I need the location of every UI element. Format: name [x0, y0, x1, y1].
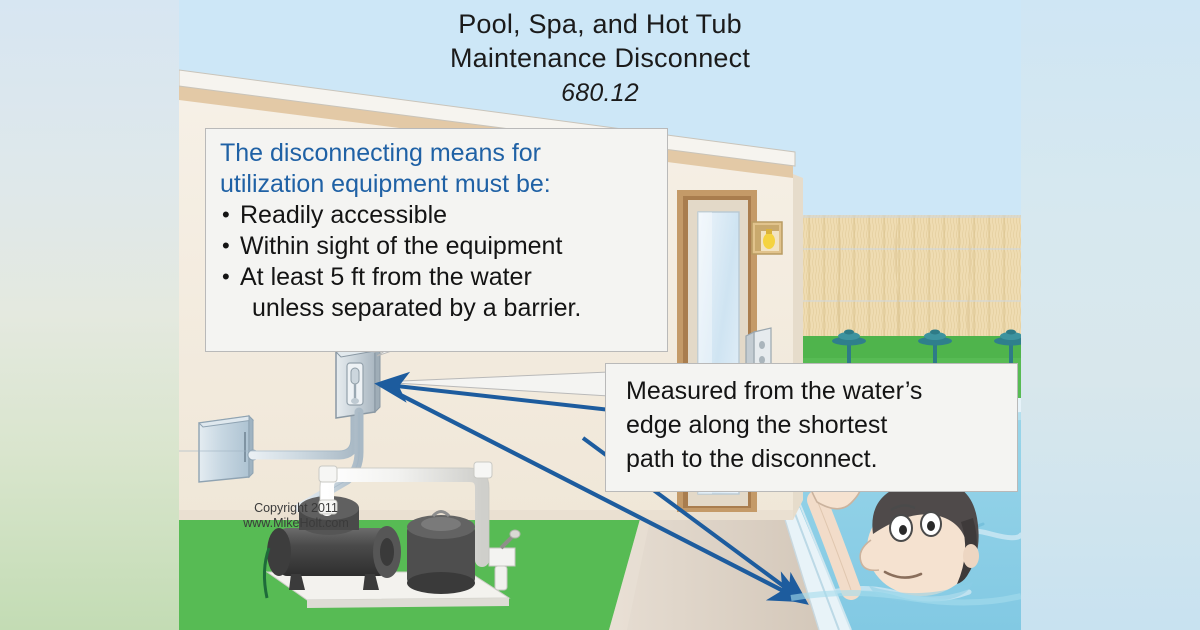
landscape-lights	[832, 329, 1021, 366]
callout-measurement-note: Measured from the water’s edge along the…	[605, 363, 1018, 492]
right-letterbox-gradient	[1021, 0, 1200, 630]
landscape-light	[832, 329, 866, 366]
copyright-notice: Copyright 2011 www.MikeHolt.com	[206, 501, 386, 531]
pool-filter	[407, 510, 475, 594]
page-title-code: 680.12	[561, 79, 639, 107]
measurement-note-line-3: path to the disconnect.	[626, 445, 878, 473]
copyright-line-1: Copyright 2011	[254, 501, 338, 515]
wall-light-fixture	[751, 221, 783, 255]
swimmer	[807, 451, 979, 602]
measurement-arrow-main	[384, 385, 806, 603]
swimmer-head	[859, 480, 979, 602]
meter-enclosure	[197, 414, 259, 483]
measurement-note-line-2: edge along the shortest	[626, 411, 888, 439]
callout-heading-line-1: The disconnecting means for	[220, 139, 542, 167]
landscape-light	[994, 329, 1021, 366]
pool-valve	[488, 529, 521, 591]
copyright-url: www.MikeHolt.com	[243, 516, 349, 530]
requirement-item: At least 5 ft from the water	[222, 261, 667, 293]
pvc-fittings	[318, 461, 493, 515]
lawn-fence-base	[779, 336, 1021, 358]
pool-pump	[262, 496, 401, 599]
light-bulb	[763, 233, 775, 249]
service-disconnect	[334, 343, 382, 419]
page-title-line-1: Pool, Spa, and Hot Tub	[458, 9, 742, 39]
callout-heading-line-2: utilization equipment must be:	[220, 170, 551, 198]
requirement-item: Readily accessible	[222, 199, 667, 231]
left-letterbox-gradient	[0, 0, 179, 630]
illustration-canvas: Pool, Spa, and Hot Tub Maintenance Disco…	[179, 0, 1021, 630]
measurement-note-line-1: Measured from the water’s	[626, 377, 923, 405]
callout-disconnect-requirements: The disconnecting means for utilization …	[205, 128, 668, 352]
landscape-light	[918, 329, 952, 366]
requirements-list: Readily accessible Within sight of the e…	[206, 199, 667, 324]
requirement-item: Within sight of the equipment	[222, 230, 667, 262]
page-title-line-2: Maintenance Disconnect	[449, 43, 751, 73]
requirement-item-continuation: unless separated by a barrier.	[252, 294, 582, 322]
wood-privacy-fence	[779, 215, 1021, 355]
